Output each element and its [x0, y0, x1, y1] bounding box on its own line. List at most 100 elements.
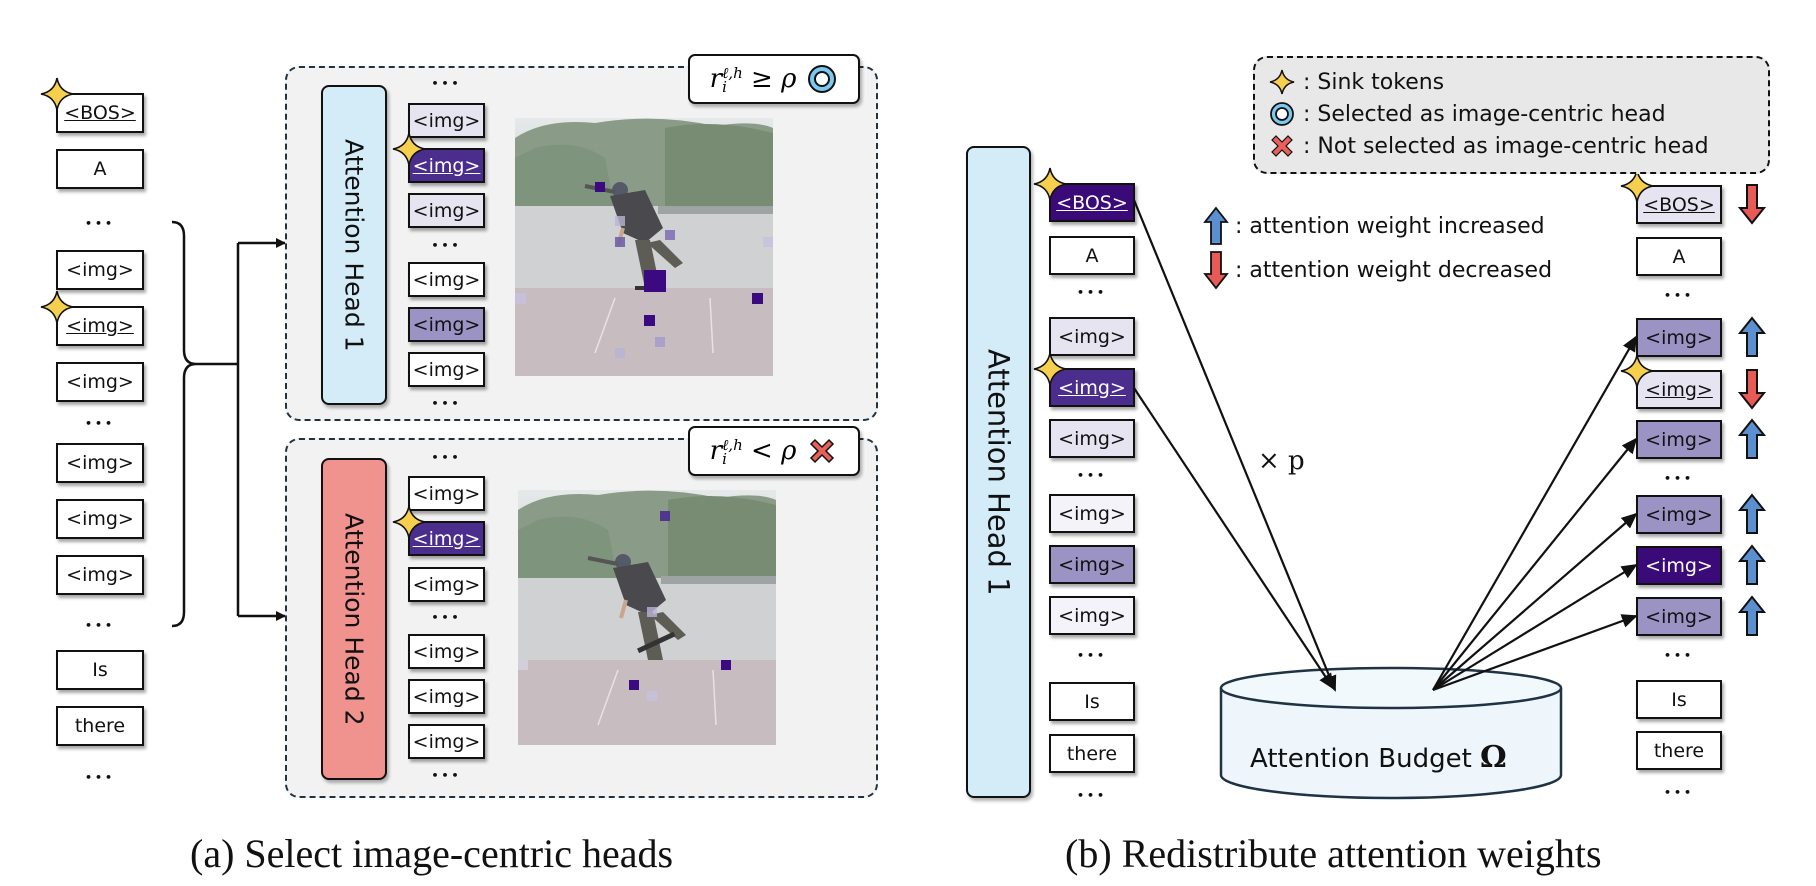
token-label: <img>: [412, 358, 481, 381]
head-2-label: Attention Head 2: [339, 512, 369, 726]
sink-token: <BOS>: [1636, 185, 1722, 224]
sink-star-icon: [1033, 167, 1067, 201]
token: <img>: [408, 262, 485, 297]
down-arrow-icon: [1203, 251, 1229, 290]
ellipsis: •••: [431, 451, 462, 464]
token-label: <img>: [66, 452, 134, 474]
up-arrow-icon: [1203, 206, 1229, 245]
sink-token: <BOS>: [1049, 183, 1135, 222]
attention-head-2: Attention Head 2: [321, 458, 387, 780]
token-label: <img>: [1058, 553, 1126, 576]
token-label: A: [93, 158, 107, 180]
sink-star-icon: [1620, 169, 1654, 203]
token-label: <img>: [412, 640, 481, 663]
token: Is: [1636, 680, 1722, 719]
legend-increased: : attention weight increased: [1203, 206, 1545, 246]
sink-star-icon: [1620, 354, 1654, 388]
not-selected-x-icon: [1271, 135, 1293, 157]
ellipsis: •••: [84, 771, 116, 784]
token: <img>: [1636, 495, 1722, 534]
attention-patches: [518, 511, 731, 701]
sink-token: <img>: [1636, 370, 1722, 409]
sink-star-icon: [392, 132, 426, 166]
token: <img>: [1636, 546, 1722, 585]
token-label: <img>: [412, 199, 481, 222]
budget-label: Attention Budget Ω: [1250, 740, 1507, 775]
redistribution-arrow: [1432, 614, 1638, 692]
decrease-arrow-icon: [1737, 368, 1767, 414]
token-label: <img>: [66, 371, 134, 393]
token: <img>: [56, 362, 144, 402]
sink-star-icon: [1033, 352, 1067, 386]
token-label: Is: [1084, 690, 1100, 713]
selected-circle-icon: [808, 65, 837, 93]
ellipsis: •••: [1663, 786, 1695, 799]
sink-star-icon: [40, 77, 74, 111]
token-label: <img>: [412, 482, 481, 505]
token: <img>: [56, 499, 144, 539]
token: there: [56, 706, 144, 746]
increase-arrow-icon: [1737, 493, 1767, 539]
token: there: [1049, 734, 1135, 773]
ellipsis: •••: [84, 619, 116, 632]
increase-arrow-icon: [1737, 544, 1767, 590]
increase-arrow-icon: [1737, 316, 1767, 362]
head-1-attention-image: [515, 118, 773, 376]
redistribution-arrow: [1432, 335, 1637, 691]
token-label: <img>: [1645, 554, 1713, 577]
token-label: <img>: [412, 730, 481, 753]
sink-token: <BOS>: [56, 93, 144, 133]
token-label: <img>: [1058, 604, 1126, 627]
redistribution-arrow: [1432, 563, 1638, 691]
token: <img>: [1636, 420, 1722, 459]
redistribution-arrow: [1432, 512, 1638, 691]
token-label: <img>: [412, 154, 481, 177]
token: <img>: [408, 476, 485, 511]
legend-not-selected: : Not selected as image-centric head: [1269, 130, 1754, 162]
not-selected-x-icon: [810, 438, 835, 464]
token: <img>: [408, 307, 485, 342]
token-label: <BOS>: [1056, 191, 1128, 214]
token-label: A: [1672, 245, 1686, 268]
token: <img>: [408, 103, 485, 138]
token-label: <img>: [1645, 605, 1713, 628]
bos-to-budget-arrow: [1132, 199, 1337, 692]
omega-symbol: Ω: [1480, 740, 1507, 775]
token-label: there: [74, 715, 126, 737]
token-label: <img>: [412, 268, 481, 291]
sink-token: <img>: [1049, 368, 1135, 407]
token-label: <img>: [1058, 502, 1126, 525]
ellipsis: •••: [84, 217, 116, 230]
token: <img>: [56, 443, 144, 483]
token-label: <img>: [66, 315, 134, 337]
token: <img>: [408, 634, 485, 669]
token: <img>: [408, 724, 485, 759]
token-label: <img>: [1058, 325, 1126, 348]
ellipsis: •••: [431, 611, 462, 624]
token-label: <img>: [66, 508, 134, 530]
attention-head-1: Attention Head 1: [321, 85, 387, 405]
token: <img>: [56, 250, 144, 290]
increase-arrow-icon: [1737, 418, 1767, 464]
selected-circle-icon: [1270, 102, 1294, 126]
token: <img>: [408, 193, 485, 228]
ellipsis: •••: [1663, 649, 1695, 662]
token-label: there: [1066, 742, 1118, 765]
increase-arrow-icon: [1737, 595, 1767, 641]
token-label: <img>: [412, 313, 481, 336]
attention-head-1-b: Attention Head 1: [966, 146, 1031, 798]
skateboarder-photo: [518, 490, 776, 745]
ellipsis: •••: [431, 77, 462, 90]
token-label: Is: [92, 659, 108, 681]
legend-decreased: : attention weight decreased: [1203, 250, 1552, 290]
token-label: <img>: [1645, 378, 1713, 401]
token-label: <img>: [1058, 427, 1126, 450]
token: <img>: [408, 352, 485, 387]
token-label: <BOS>: [1643, 193, 1715, 216]
token: <img>: [408, 679, 485, 714]
ellipsis: •••: [431, 769, 462, 782]
sink-token: <img>: [408, 521, 485, 556]
ellipsis: •••: [431, 239, 462, 252]
sink-star-icon: [40, 290, 74, 324]
